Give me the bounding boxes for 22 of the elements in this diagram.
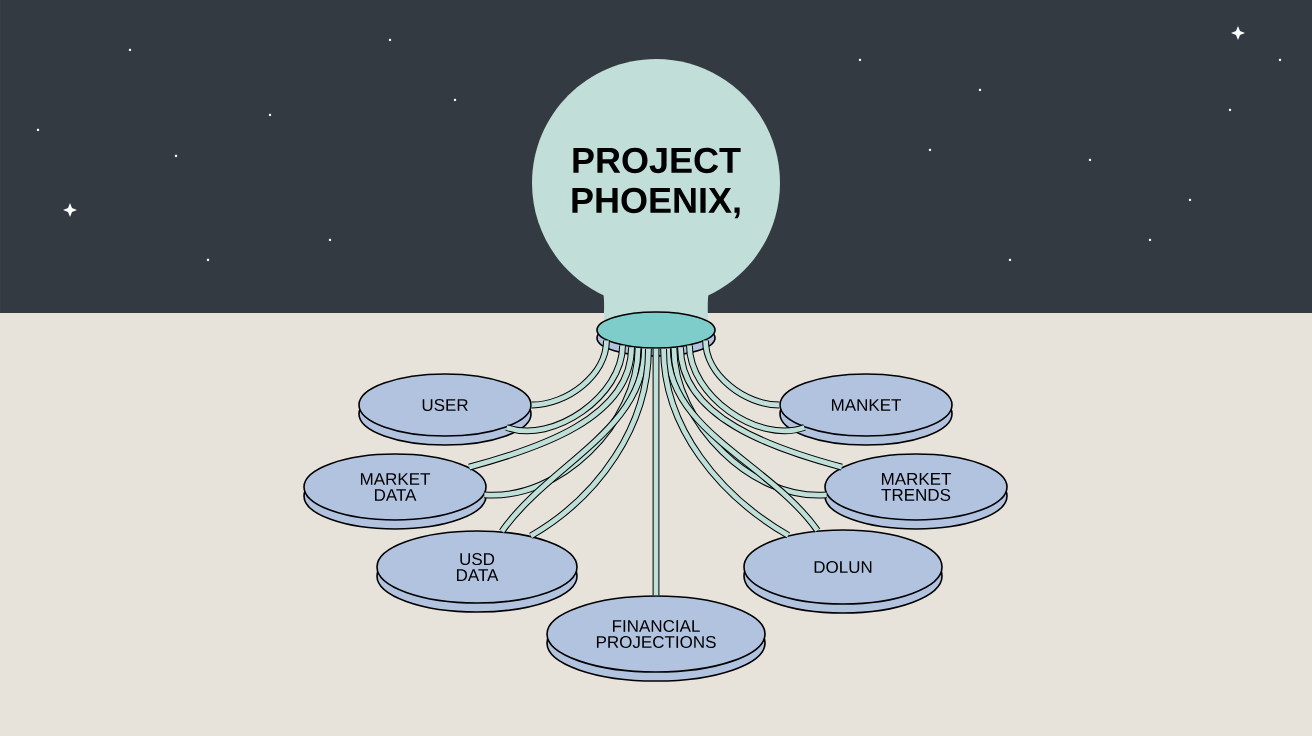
wire [664,348,821,533]
wire [505,345,626,435]
wire [484,347,642,499]
wire [702,340,780,409]
oval-disc: MANKET [779,373,953,446]
wire [670,347,827,499]
oval-disc: USER [358,373,532,446]
oval-disc: USD DATA [376,530,578,613]
wire [499,348,648,534]
light-bulb: PROJECT PHOENIX, [532,59,780,320]
wire [652,348,660,596]
wire [529,348,652,539]
oval-disc: FINANCIAL PROJECTIONS [546,595,766,682]
wire [531,340,610,409]
wire [660,348,791,539]
oval-disc: MARKET DATA [303,453,487,530]
bulb-base-disc [596,311,716,357]
wire [468,346,635,471]
oval-disc: MARKET TRENDS [824,453,1008,530]
oval-disc: DOLUN [743,529,943,614]
wire [686,345,806,435]
wire [677,346,843,471]
